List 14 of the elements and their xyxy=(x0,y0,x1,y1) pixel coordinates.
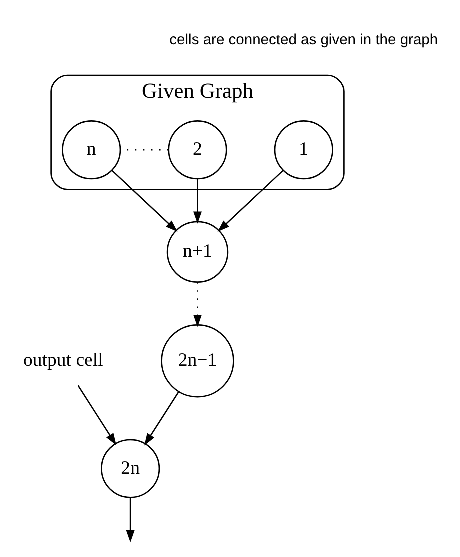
arrow xyxy=(144,390,180,446)
arrow xyxy=(194,178,202,224)
node-circle: n xyxy=(62,120,122,180)
node-circle: 2n xyxy=(101,438,160,498)
arrow xyxy=(112,170,178,232)
arrow xyxy=(218,170,284,232)
label: cells are connected as given in the graph xyxy=(170,32,438,48)
arrow xyxy=(126,498,135,542)
node-circle: 2n−1 xyxy=(161,324,234,398)
node-text: output cell xyxy=(23,350,104,371)
node-circle: 1 xyxy=(274,120,334,180)
arrow xyxy=(78,384,117,446)
arrow xyxy=(194,282,202,327)
node-circle: 2 xyxy=(168,120,228,180)
